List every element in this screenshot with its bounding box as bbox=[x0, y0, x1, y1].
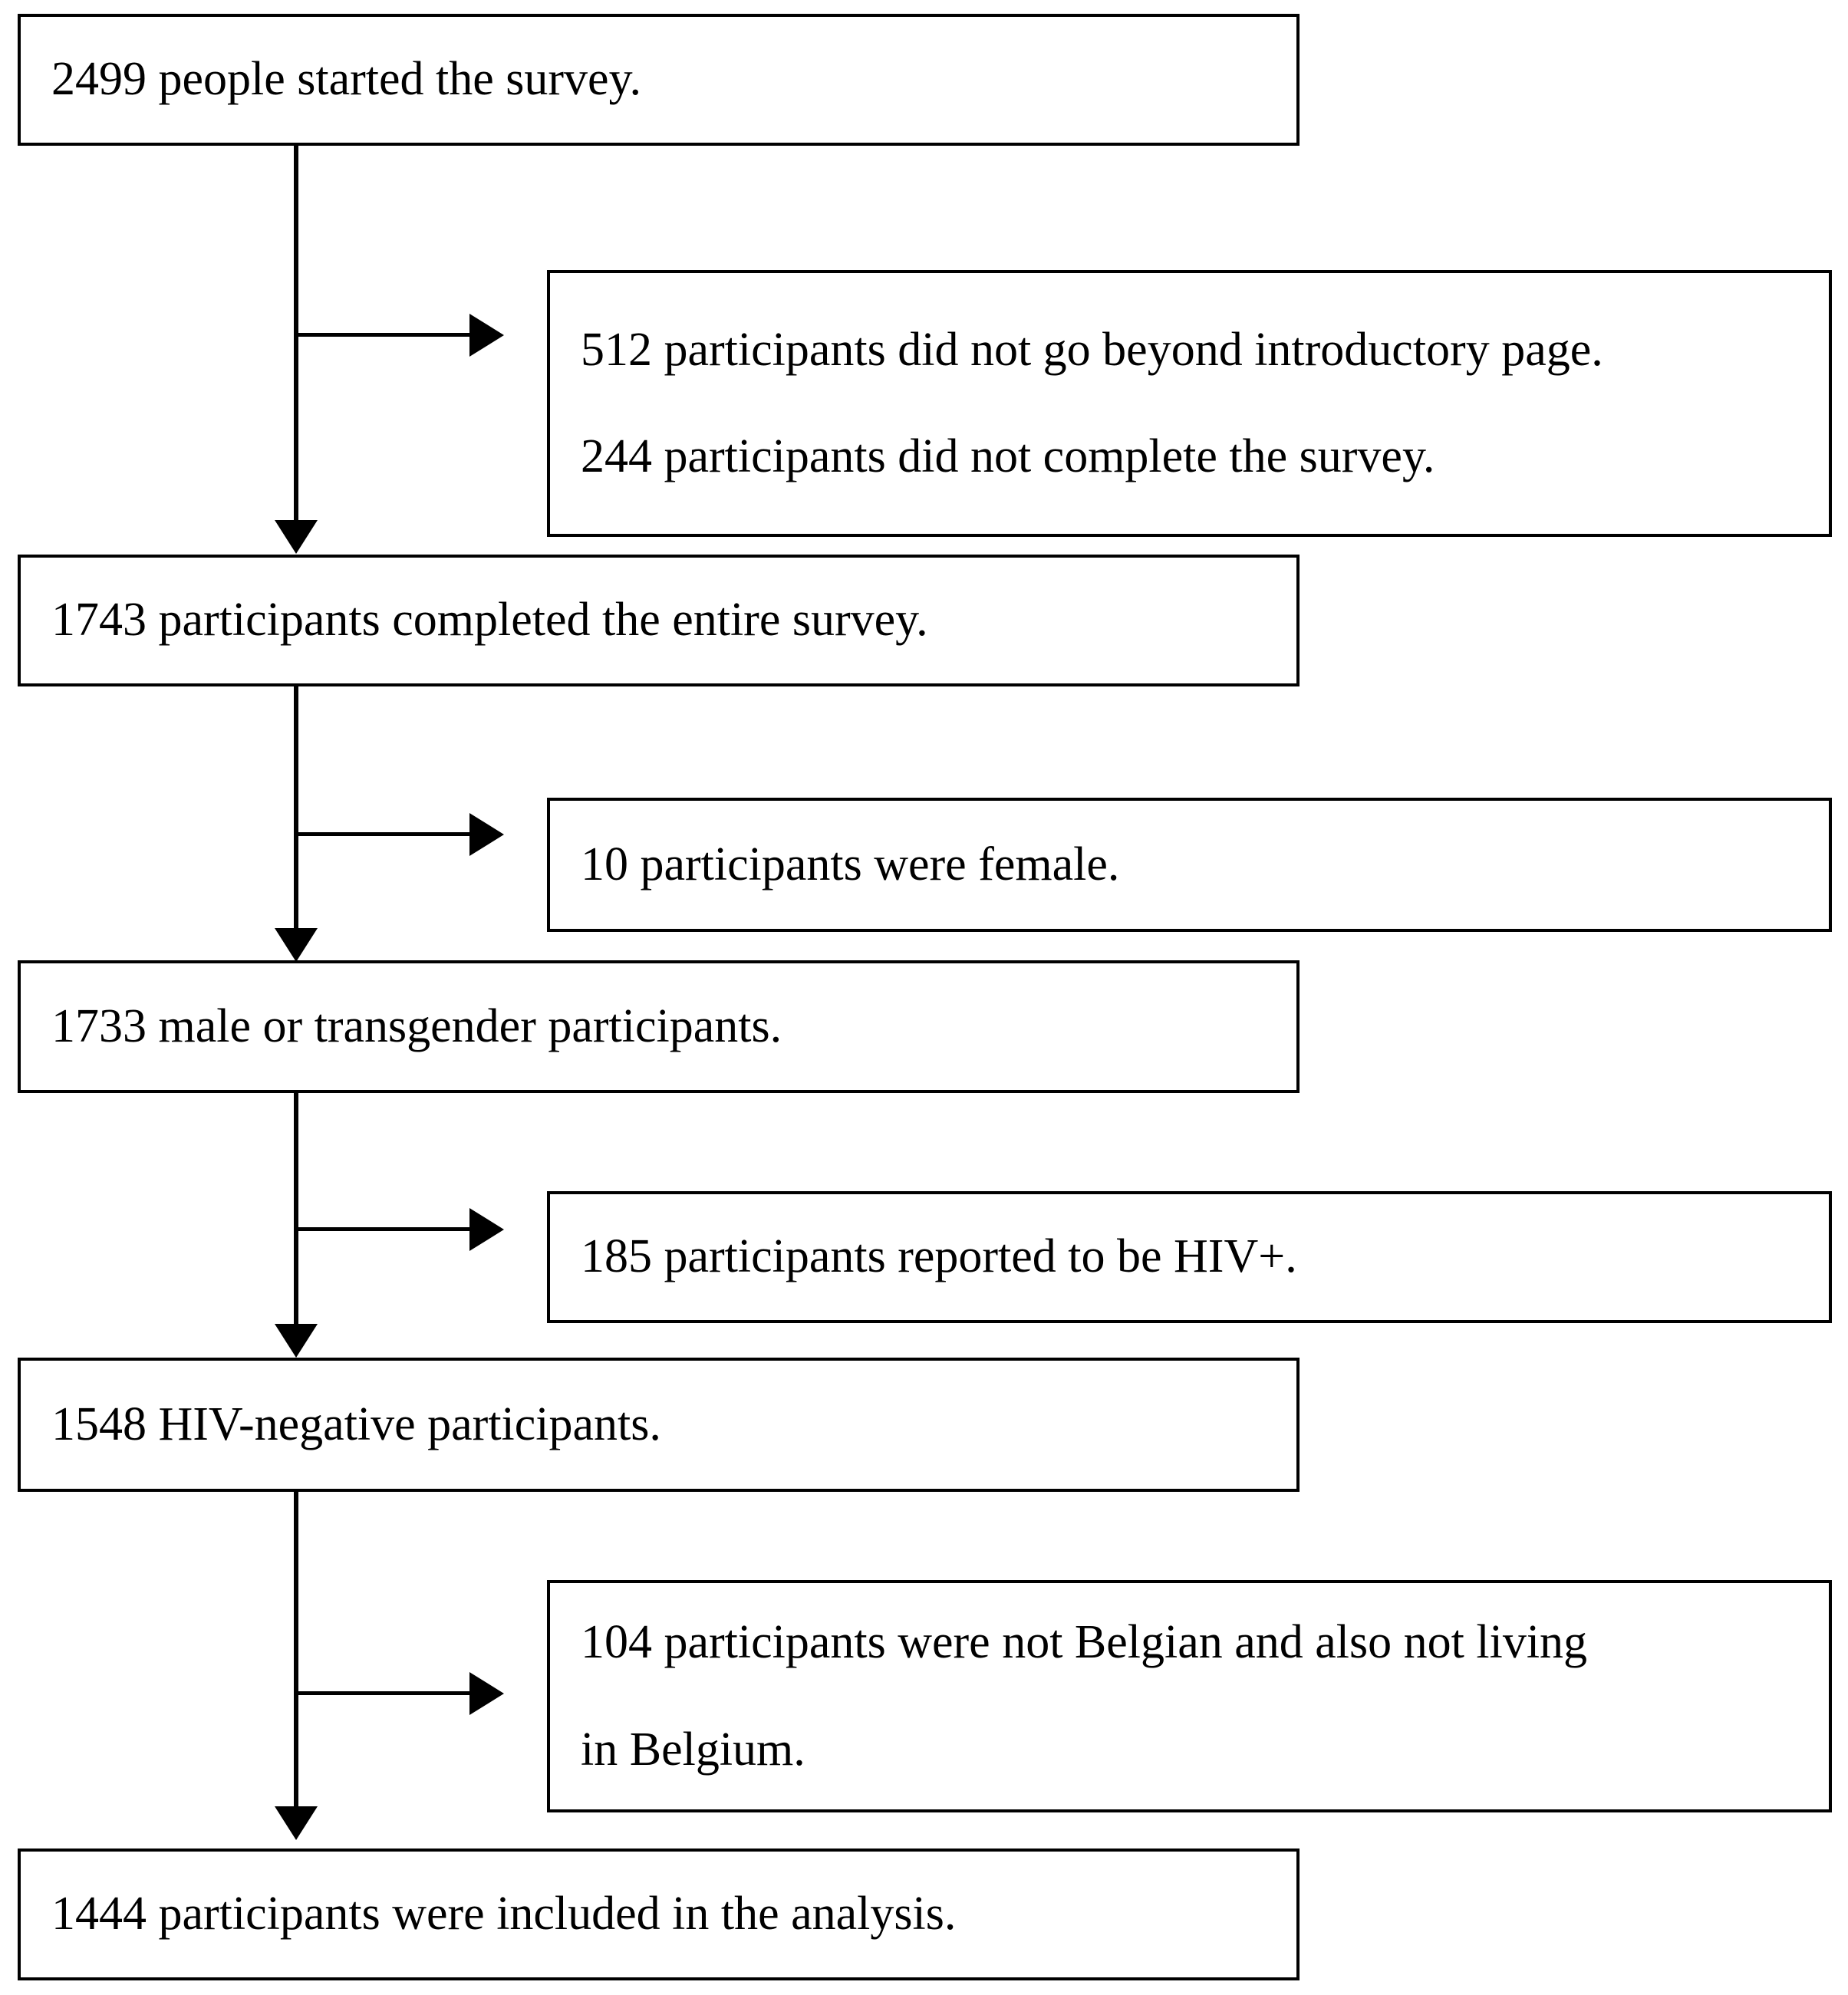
flow-node-exclusion-1: 512 participants did not go beyond intro… bbox=[547, 270, 1832, 537]
connector-3-branch-horizontal bbox=[294, 1227, 472, 1231]
connector-4-branch-arrowhead bbox=[469, 1672, 504, 1715]
connector-1-arrowhead-down bbox=[275, 520, 318, 554]
flow-node-exclusion-4-line-1: 104 participants were not Belgian and al… bbox=[581, 1616, 1588, 1669]
connector-3-branch-arrowhead bbox=[469, 1208, 504, 1251]
flow-node-male-text: 1733 male or transgender participants. bbox=[51, 999, 782, 1052]
connector-2-branch-arrowhead bbox=[469, 813, 504, 856]
flow-node-included-text: 1444 participants were included in the a… bbox=[51, 1888, 957, 1941]
connector-1-vertical bbox=[294, 146, 298, 529]
flow-node-started-text: 2499 people started the survey. bbox=[51, 53, 642, 106]
flow-node-exclusion-1-line-1: 512 participants did not go beyond intro… bbox=[581, 323, 1603, 376]
connector-1-branch-horizontal bbox=[294, 333, 472, 337]
flow-node-completed-text: 1743 participants completed the entire s… bbox=[51, 594, 928, 647]
connector-2-vertical bbox=[294, 686, 298, 940]
flow-node-hivneg: 1548 HIV-negative participants. bbox=[18, 1358, 1300, 1492]
flow-node-exclusion-3: 185 participants reported to be HIV+. bbox=[547, 1191, 1832, 1323]
connector-1-branch-arrowhead bbox=[469, 314, 504, 357]
connector-4-arrowhead-down bbox=[275, 1806, 318, 1840]
connector-2-arrowhead-down bbox=[275, 928, 318, 962]
connector-2-branch-horizontal bbox=[294, 832, 472, 836]
flow-node-started: 2499 people started the survey. bbox=[18, 14, 1300, 146]
flow-node-exclusion-4: 104 participants were not Belgian and al… bbox=[547, 1580, 1832, 1812]
flow-node-completed: 1743 participants completed the entire s… bbox=[18, 555, 1300, 686]
flow-node-included: 1444 participants were included in the a… bbox=[18, 1849, 1300, 1980]
flow-node-exclusion-1-line-2: 244 participants did not complete the su… bbox=[581, 430, 1435, 482]
flow-node-exclusion-4-line-2: in Belgium. bbox=[581, 1723, 805, 1776]
flow-node-male: 1733 male or transgender participants. bbox=[18, 960, 1300, 1093]
flow-node-exclusion-3-line-1: 185 participants reported to be HIV+. bbox=[581, 1230, 1297, 1283]
flow-node-hivneg-text: 1548 HIV-negative participants. bbox=[51, 1397, 661, 1450]
connector-4-vertical bbox=[294, 1492, 298, 1818]
connector-4-branch-horizontal bbox=[294, 1691, 472, 1695]
flow-node-exclusion-2: 10 participants were female. bbox=[547, 798, 1832, 932]
flow-node-exclusion-2-line-1: 10 participants were female. bbox=[581, 838, 1120, 891]
connector-3-arrowhead-down bbox=[275, 1324, 318, 1358]
connector-3-vertical bbox=[294, 1093, 298, 1346]
